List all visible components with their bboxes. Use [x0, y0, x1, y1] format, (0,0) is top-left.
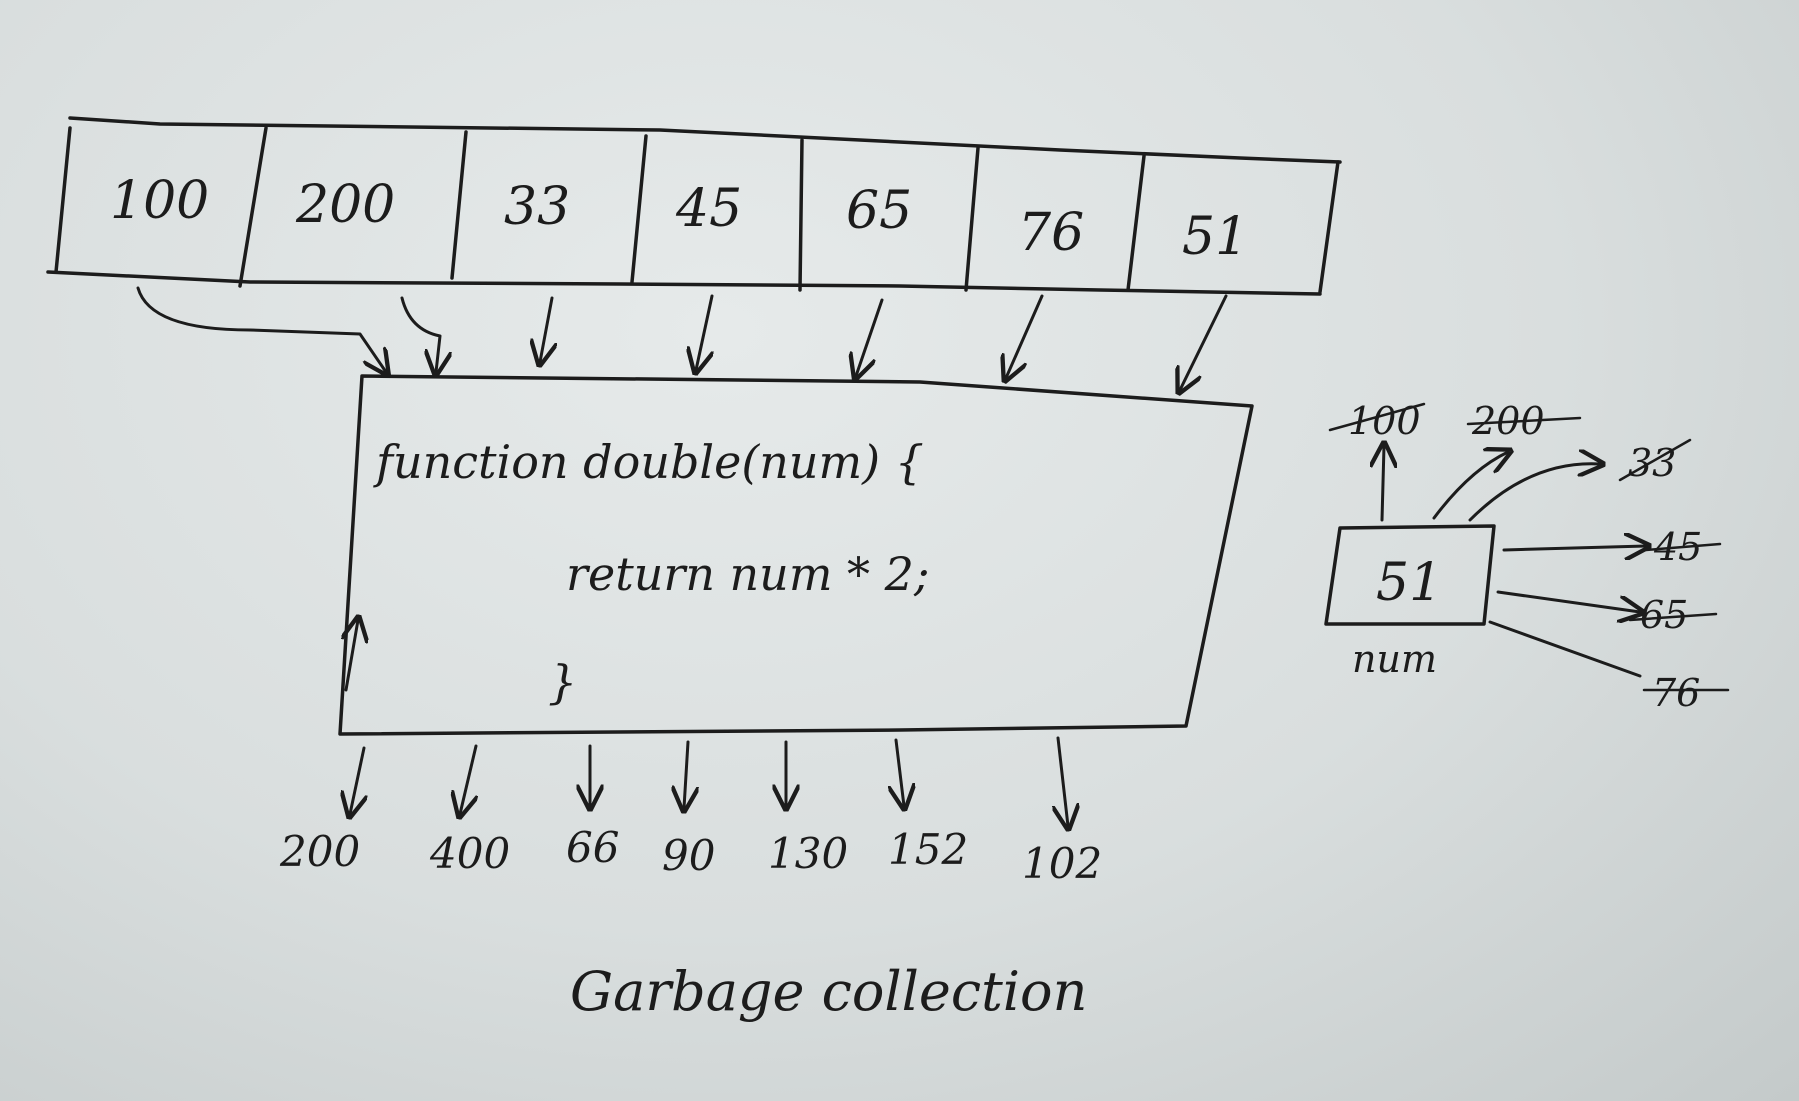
- array-divider: [1126, 154, 1146, 292]
- output-value: 200: [279, 827, 360, 876]
- strike-mark: [1628, 612, 1718, 622]
- input-arrow: [1180, 294, 1228, 390]
- strike-mark: [1466, 416, 1582, 426]
- side-var-label: num: [1352, 637, 1437, 681]
- side-arrow: [1432, 452, 1508, 520]
- input-arrow: [400, 296, 440, 372]
- function-box: function double(num) { return num * 2; }: [338, 374, 1254, 736]
- array-cell-2: 33: [504, 177, 570, 237]
- array-divider: [1318, 160, 1340, 294]
- array-cell-4: 65: [846, 181, 912, 241]
- output-value: 400: [429, 829, 510, 878]
- input-arrow: [856, 298, 884, 376]
- array-divider: [630, 134, 648, 284]
- array-top-border: [68, 116, 1342, 164]
- output-arrows: [350, 736, 1068, 826]
- side-target: 76: [1652, 671, 1700, 715]
- box-edge-arrow: [346, 620, 358, 692]
- output-values: 200 400 66 90 130 152 102: [279, 823, 1102, 888]
- side-arrow: [1382, 446, 1384, 522]
- array-row: 100 200 33 45 65 76 51: [46, 116, 1342, 296]
- strike-mark: [1644, 542, 1722, 552]
- input-arrows: [136, 286, 1228, 390]
- array-cell-1: 200: [295, 175, 395, 235]
- side-arrow: [1468, 464, 1600, 522]
- array-divider: [964, 146, 980, 292]
- output-value: 102: [1022, 839, 1102, 888]
- side-arrow: [1502, 546, 1646, 550]
- output-arrow: [896, 738, 904, 806]
- function-signature: function double(num) {: [373, 435, 924, 489]
- side-diagram: 51 num 100 200 33 45 65 76: [1324, 399, 1730, 715]
- input-arrow: [1006, 294, 1044, 378]
- array-divider: [54, 126, 72, 274]
- array-cell-6: 51: [1182, 207, 1248, 267]
- side-box-border: [1324, 524, 1496, 626]
- output-arrow: [1058, 736, 1068, 826]
- output-arrow: [684, 740, 688, 808]
- output-value: 66: [566, 823, 619, 872]
- side-box-value: 51: [1376, 553, 1442, 613]
- output-value: 90: [662, 831, 715, 880]
- array-divider: [450, 130, 468, 280]
- function-closing-brace: }: [548, 655, 577, 709]
- strike-mark: [1328, 402, 1426, 432]
- output-value: 152: [888, 825, 968, 874]
- array-cell-0: 100: [110, 171, 209, 231]
- input-arrow: [540, 296, 552, 362]
- array-divider: [238, 126, 268, 288]
- output-value: 130: [768, 829, 848, 878]
- output-arrow: [350, 746, 364, 814]
- strike-mark: [1618, 438, 1692, 482]
- input-arrow: [136, 286, 386, 372]
- array-bottom-border: [46, 270, 1322, 296]
- side-arrow: [1488, 620, 1642, 678]
- array-cell-5: 76: [1018, 203, 1084, 263]
- caption: Garbage collection: [570, 960, 1087, 1023]
- function-return-line: return num * 2;: [566, 547, 929, 601]
- function-box-border: [338, 374, 1254, 736]
- array-divider: [798, 138, 804, 292]
- input-arrow: [696, 294, 712, 370]
- side-target: 65: [1640, 593, 1688, 637]
- output-arrow: [460, 744, 476, 814]
- array-cell-3: 45: [675, 179, 742, 239]
- side-arrow: [1496, 590, 1640, 612]
